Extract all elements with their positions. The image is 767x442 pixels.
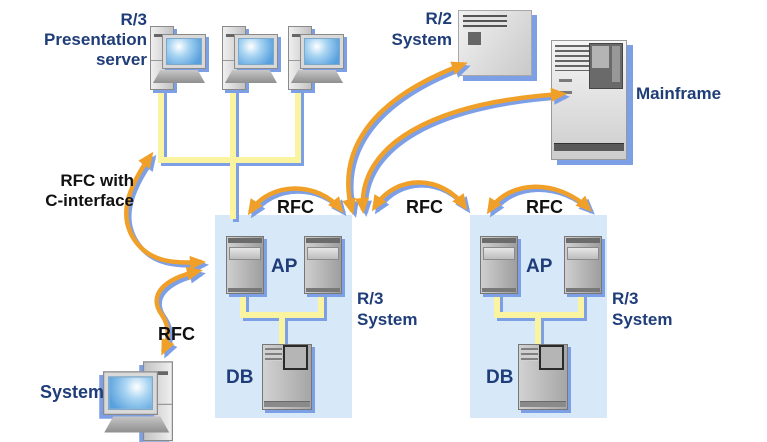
screen <box>108 376 153 410</box>
button-row <box>559 79 572 82</box>
network-cable <box>494 290 500 318</box>
presentation-server-label-line2: Presentation <box>44 30 147 49</box>
screen <box>304 38 340 65</box>
network-cable <box>230 163 236 219</box>
base-band <box>554 143 624 151</box>
monitor <box>234 34 278 69</box>
db-label-right: DB <box>486 367 514 388</box>
r3-system-label-left-line2: System <box>357 310 418 329</box>
control-panel <box>589 43 623 89</box>
button-row <box>559 91 572 94</box>
network-cable <box>494 312 584 318</box>
keyboard <box>104 416 169 432</box>
rfc-c-interface-label-line2: C-interface <box>45 191 134 210</box>
arrow-to-mainframe <box>355 87 570 217</box>
keyboard <box>153 70 205 83</box>
rfc-label-top-middle: RFC <box>406 197 443 217</box>
workstation-icon <box>284 26 348 96</box>
r2-system-label: R/2 System <box>378 8 452 50</box>
app-server-icon <box>480 236 518 294</box>
r3-system-label-right-line2: System <box>612 310 673 329</box>
ap-label-right: AP <box>526 256 553 277</box>
network-cable <box>230 88 236 158</box>
arrow-bus-to-ap <box>123 151 209 273</box>
monitor <box>300 34 344 69</box>
network-cable <box>578 290 584 318</box>
r3-system-label-left-line1: R/3 <box>357 289 384 308</box>
app-server-icon <box>304 236 342 294</box>
r2-system-label-line2: System <box>391 30 452 49</box>
panel-square <box>468 32 481 45</box>
monitor <box>103 371 158 415</box>
rfc-c-interface-label-line1: RFC with <box>60 171 134 190</box>
rfc-c-interface-label: RFC with C-interface <box>0 171 134 211</box>
r3-system-label-left: R/3 System <box>357 288 417 330</box>
mainframe-icon <box>551 40 627 160</box>
network-cable <box>240 290 246 318</box>
screen <box>166 38 202 65</box>
network-cable-bus <box>158 157 301 163</box>
external-system-label: System <box>39 382 104 402</box>
rfc-label-bottom: RFC <box>158 324 195 344</box>
mainframe-label: Mainframe <box>636 84 722 103</box>
r2-system-icon <box>458 10 532 76</box>
arrow-to-r2-system <box>342 61 471 218</box>
network-cable <box>158 88 164 158</box>
network-cable <box>279 318 285 348</box>
db-label-left: DB <box>226 367 254 388</box>
rfc-label-top-right: RFC <box>526 197 563 217</box>
keyboard <box>291 70 343 83</box>
monitor <box>162 34 206 69</box>
app-server-icon <box>564 236 602 294</box>
network-cable <box>318 290 324 318</box>
ap-label-left: AP <box>271 256 298 277</box>
db-server-icon <box>518 344 568 410</box>
r2-system-label-line1: R/2 <box>425 9 452 28</box>
vents <box>555 45 590 71</box>
network-cable <box>240 312 324 318</box>
vents <box>463 15 507 29</box>
screen <box>238 38 274 65</box>
rfc-label-top-left: RFC <box>277 197 314 217</box>
presentation-server-label-line1: R/3 <box>120 10 147 29</box>
workstation-icon <box>146 26 210 96</box>
r3-system-label-right-line1: R/3 <box>612 289 639 308</box>
presentation-server-label-line3: server <box>95 50 147 69</box>
r3-system-label-right: R/3 System <box>612 288 672 330</box>
workstation-icon <box>218 26 282 96</box>
app-server-icon <box>226 236 264 294</box>
presentation-server-label: R/3 Presentation server <box>0 10 147 70</box>
keyboard <box>225 70 277 83</box>
db-server-icon <box>262 344 312 410</box>
network-cable <box>535 318 541 348</box>
network-cable <box>295 88 301 158</box>
external-system-workstation-icon <box>98 361 178 442</box>
